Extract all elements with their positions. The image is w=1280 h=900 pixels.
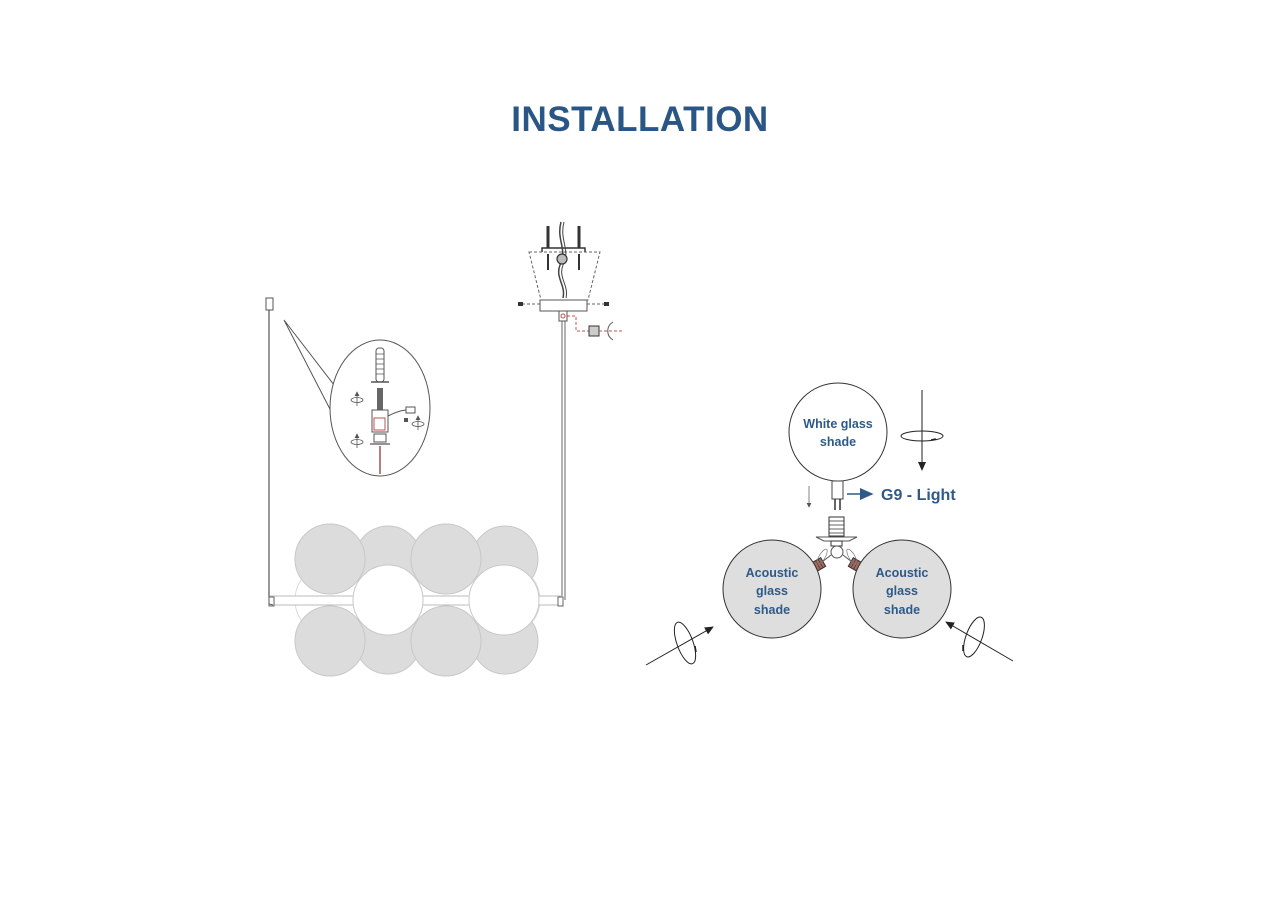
- socket-hub: [809, 516, 865, 574]
- chandelier-assembly: [265, 221, 624, 677]
- g9-light-label: G9 - Light: [881, 487, 956, 504]
- acoustic-left-line2: glass: [756, 584, 788, 598]
- rotate-icon: [350, 391, 364, 406]
- rotate-icon: [411, 415, 425, 430]
- acoustic-right-line1: Acoustic: [876, 566, 929, 580]
- acoustic-left-line3: shade: [754, 603, 790, 617]
- shade-socket-assembly: White glass shade G9 - Light: [645, 382, 1014, 666]
- page-title: INSTALLATION: [511, 100, 769, 139]
- acoustic-glass-shade-right: Acoustic glass shade: [852, 539, 952, 639]
- acoustic-left-line1: Acoustic: [746, 566, 799, 580]
- white-glass-shade: White glass shade: [788, 382, 888, 482]
- acoustic-glass-shade-left: Acoustic glass shade: [722, 539, 822, 639]
- acoustic-right-line2: glass: [886, 584, 918, 598]
- terminal-block-icon: [556, 253, 568, 265]
- rotate-icon: [350, 433, 364, 448]
- cable-gripper-detail: [329, 339, 431, 477]
- white-shade-label-line2: shade: [820, 435, 856, 449]
- acoustic-right-line3: shade: [884, 603, 920, 617]
- g9-bulb: [831, 480, 844, 510]
- white-shade-label-line1: White glass: [803, 417, 873, 431]
- grub-screw-icon: [588, 325, 600, 337]
- rotate-insert-icon-left: [645, 621, 714, 666]
- rotate-down-icon: [900, 390, 944, 471]
- ceiling-canopy: [518, 221, 624, 341]
- rotate-icon: [607, 321, 614, 341]
- shade-cluster: [268, 523, 564, 677]
- ceiling-anchor-icon: [265, 297, 274, 311]
- rotate-insert-icon-right: [945, 616, 1014, 662]
